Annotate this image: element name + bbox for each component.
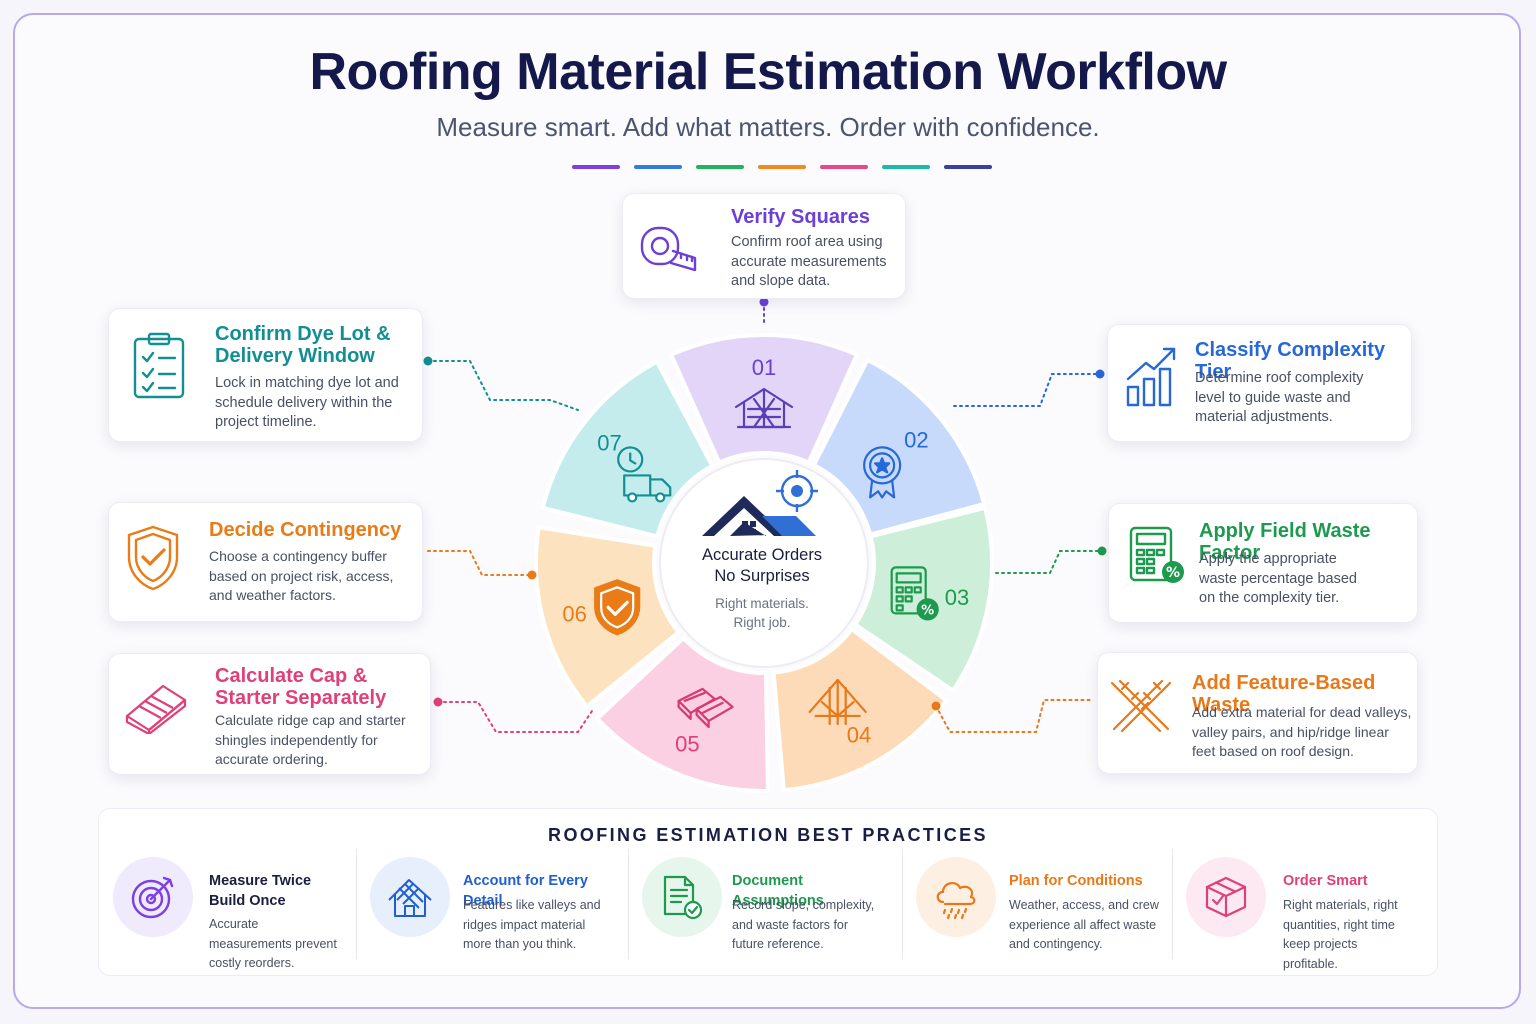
step-card-05[interactable]: Calculate Cap & Starter Separately Calcu… bbox=[108, 653, 431, 775]
divider bbox=[1172, 849, 1173, 959]
practice-icon-bg bbox=[916, 857, 996, 937]
practice-desc: Record slope, complexity, and waste fact… bbox=[732, 898, 875, 951]
step-card-03[interactable]: % Apply Field Waste Factor Apply the app… bbox=[1108, 503, 1418, 623]
crossed-rafters-icon bbox=[1108, 677, 1174, 735]
document-check-icon bbox=[663, 875, 703, 920]
practice-plan-conditions: Plan for Conditions Weather, access, and… bbox=[902, 857, 1172, 967]
step-title-05: Calculate Cap & Starter Separately bbox=[215, 665, 387, 709]
step-card-04[interactable]: Add Feature-Based Waste Add extra materi… bbox=[1097, 652, 1418, 774]
step-card-07[interactable]: Confirm Dye Lot & Delivery Window Lock i… bbox=[108, 308, 423, 442]
step-desc-02: Determine roof complexity level to guide… bbox=[1195, 370, 1364, 425]
rain-cloud-icon bbox=[936, 882, 976, 920]
practice-title: Measure Twice Build Once bbox=[209, 873, 312, 909]
step-card-06[interactable]: Decide Contingency Choose a contingency … bbox=[108, 502, 423, 622]
step-card-02[interactable]: Classify Complexity Tier Determine roof … bbox=[1107, 324, 1412, 442]
step-card-01[interactable]: Verify Squares Confirm roof area using a… bbox=[622, 193, 906, 299]
accent-dash-6 bbox=[882, 165, 930, 169]
practice-account-detail: Account for Every Detail Features like v… bbox=[356, 857, 628, 967]
step-title-07: Confirm Dye Lot & Delivery Window bbox=[215, 323, 391, 367]
center-title-line2: No Surprises bbox=[714, 567, 810, 585]
divider bbox=[356, 849, 357, 959]
practice-title: Order Smart bbox=[1283, 873, 1368, 889]
bar-chart-growth-icon bbox=[1124, 343, 1180, 409]
best-practices-panel: ROOFING ESTIMATION BEST PRACTICES Measur… bbox=[98, 808, 1438, 976]
center-sub-line2: Right job. bbox=[733, 615, 791, 630]
accent-dash-7 bbox=[944, 165, 992, 169]
practice-icon-bg bbox=[1186, 857, 1266, 937]
step-title-04: Add Feature-Based Waste bbox=[1192, 672, 1376, 716]
practice-title: Account for Every Detail bbox=[463, 873, 588, 909]
divider bbox=[902, 849, 903, 959]
practice-desc: Accurate measurements prevent costly reo… bbox=[209, 917, 337, 970]
clipboard-checklist-icon bbox=[131, 331, 187, 401]
step-desc-04: Add extra material for dead valleys, val… bbox=[1192, 704, 1412, 759]
ridge-cap-icon bbox=[123, 676, 189, 736]
practice-desc: Right materials, right quantities, right… bbox=[1283, 898, 1398, 971]
step-title-02: Classify Complexity Tier bbox=[1195, 339, 1386, 383]
page-subtitle: Measure smart. Add what matters. Order w… bbox=[436, 112, 1100, 142]
roof-detail-icon bbox=[388, 879, 432, 917]
practice-document-assumptions: Document Assumptions Record slope, compl… bbox=[628, 857, 902, 967]
accent-dash-2 bbox=[634, 165, 682, 169]
step-desc-03: Apply the appropriate waste percentage b… bbox=[1199, 551, 1357, 606]
tape-measure-icon bbox=[637, 216, 701, 280]
center-label: Accurate Orders No Surprises Right mater… bbox=[664, 545, 860, 632]
divider bbox=[628, 849, 629, 959]
step-title-03: Apply Field Waste Factor bbox=[1199, 520, 1371, 564]
practice-desc: Features like valleys and ridges impact … bbox=[463, 898, 601, 951]
practice-measure-twice: Measure Twice Build Once Accurate measur… bbox=[99, 857, 356, 970]
calculator-percent-icon: % bbox=[1125, 524, 1189, 588]
best-practices-title: ROOFING ESTIMATION BEST PRACTICES bbox=[548, 825, 988, 845]
accent-dashes bbox=[572, 165, 992, 169]
practice-icon-bg bbox=[642, 857, 722, 937]
practice-desc: Weather, access, and crew experience all… bbox=[1009, 898, 1159, 951]
accent-dash-1 bbox=[572, 165, 620, 169]
page-title: Roofing Material Estimation Workflow bbox=[309, 43, 1227, 101]
step-title-01: Verify Squares bbox=[731, 206, 870, 228]
shield-check-icon bbox=[123, 523, 183, 593]
package-check-icon bbox=[1205, 876, 1247, 918]
practice-icon-bg bbox=[370, 857, 450, 937]
step-desc-01: Confirm roof area using accurate measure… bbox=[731, 234, 887, 289]
accent-dash-4 bbox=[758, 165, 806, 169]
practice-title: Document Assumptions bbox=[732, 873, 824, 909]
svg-text:%: % bbox=[1166, 565, 1180, 581]
center-title-line1: Accurate Orders bbox=[701, 546, 823, 564]
practice-title: Plan for Conditions bbox=[1009, 873, 1143, 889]
accent-dash-3 bbox=[696, 165, 744, 169]
accent-dash-5 bbox=[820, 165, 868, 169]
step-desc-06: Choose a contingency buffer based on pro… bbox=[209, 548, 394, 603]
practice-order-smart: Order Smart Right materials, right quant… bbox=[1172, 857, 1437, 971]
practice-icon-bg bbox=[113, 857, 193, 937]
step-desc-07: Lock in matching dye lot and schedule de… bbox=[215, 375, 399, 430]
step-desc-05: Calculate ridge cap and starter shingles… bbox=[215, 712, 406, 767]
target-arrow-icon bbox=[131, 876, 174, 919]
step-title-06: Decide Contingency bbox=[209, 519, 402, 541]
center-sub-line1: Right materials. bbox=[715, 596, 809, 611]
